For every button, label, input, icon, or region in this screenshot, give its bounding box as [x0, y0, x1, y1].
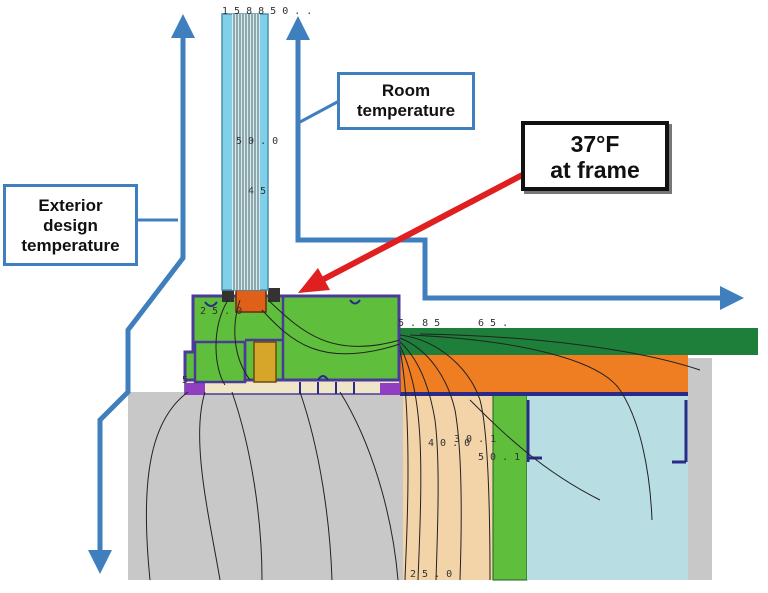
exterior-arrow-head-up: [171, 14, 195, 38]
right-gray-column: [688, 358, 712, 580]
orange-sill: [400, 355, 688, 392]
room-path-arrow: [295, 34, 725, 301]
iso-label-frame: 2 5 . 0: [200, 306, 242, 317]
cavity-bracket-right: [672, 400, 688, 464]
iso-label-interior-left: 5 . 8 5: [398, 318, 440, 329]
thermal-break: [253, 341, 277, 383]
green-window-board: [400, 328, 758, 355]
iso-label-wood-bottom: 2 5 . 0: [410, 569, 452, 580]
iso-label-interior-right: 6 5 .: [478, 318, 508, 329]
glazing-gasket-left: [222, 288, 234, 302]
room-label-leader: [299, 98, 342, 124]
isotherm-curves: [145, 299, 701, 581]
orange-sill-lip: [400, 392, 688, 396]
iso-label-glass-upper: 5 0 . 0: [236, 136, 278, 147]
wall-gray-block: [128, 392, 403, 580]
frame-temperature-callout: 37°F at frame: [521, 121, 669, 191]
iso-label-glass-top: 1 5 8 8 5 0 . .: [222, 6, 312, 17]
room-arrow-head-up: [286, 16, 310, 40]
cavity-bracket-left: [526, 400, 542, 462]
room-temperature-label: Room temperature: [337, 72, 475, 130]
callout-arrow-shaft: [320, 169, 530, 283]
green-stud: [492, 391, 528, 581]
iso-label-wood-c: 5 0 . 1: [478, 452, 520, 463]
iso-label-glass-lower: 4 5: [248, 186, 266, 197]
exterior-path-arrow: [97, 30, 186, 555]
frame-clips: [204, 299, 361, 381]
frame-dividers: [243, 296, 285, 382]
sill-pad-purple: [185, 383, 205, 395]
iso-label-sill-left: 5 .: [182, 375, 200, 386]
callout-arrow-head: [298, 268, 330, 293]
sill-ribs: [299, 382, 355, 394]
room-arrow-head-right: [720, 286, 744, 310]
wall-cavity: [527, 396, 688, 580]
exterior-arrow-head-down: [88, 550, 112, 574]
glazing-gasket-right: [268, 288, 280, 302]
exterior-temperature-label: Exterior design temperature: [3, 184, 138, 266]
iso-label-wood-a: 4 0 . 0: [428, 438, 470, 449]
stud-wood: [403, 392, 493, 580]
sill-pad-purple-r: [380, 383, 400, 395]
glass-isotherms: [233, 14, 259, 290]
iso-label-wood-b: 3 0 . 1: [454, 434, 496, 445]
